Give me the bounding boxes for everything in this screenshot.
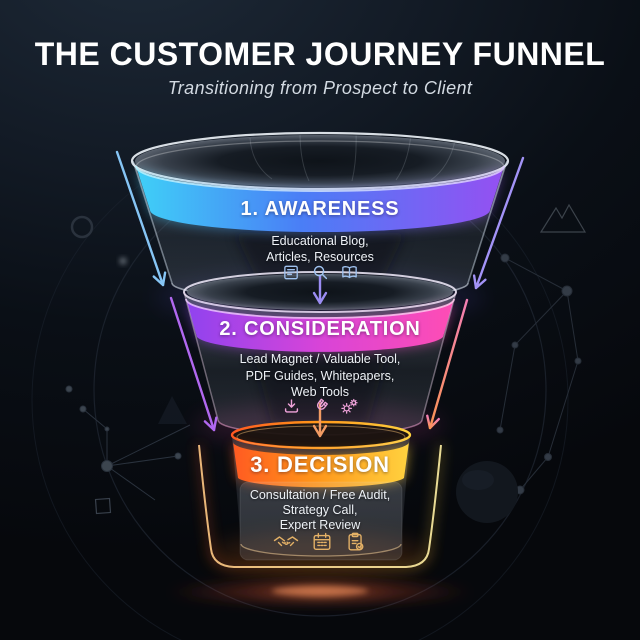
decision-band [233, 442, 409, 488]
arrow-right-consideration [426, 298, 469, 430]
awareness-icons-row [0, 263, 640, 282]
arrow-left-awareness [115, 150, 167, 287]
funnel-stage-decision-graphic [197, 420, 443, 577]
stage-description-decision: Consultation / Free Audit, Strategy Call… [249, 488, 391, 532]
consideration-band [186, 299, 454, 352]
outer-outline [198, 444, 442, 568]
stage-description-consideration: Lead Magnet / Valuable Tool, PDF Guides,… [239, 352, 401, 399]
flow-arrows [115, 150, 525, 438]
ring-decoration [70, 215, 94, 239]
decision-icons-row [0, 531, 640, 553]
constellation-left [65, 385, 191, 501]
handshake-icon [273, 536, 299, 547]
triangle-decoration [158, 396, 187, 424]
stage-label-awareness: 1. AWARENESS [240, 198, 400, 220]
mountain-triangle-icon [539, 203, 587, 233]
calendar-icon [313, 532, 331, 551]
open-book-icon [341, 266, 357, 279]
page-title: THE CUSTOMER JOURNEY FUNNEL [34, 36, 606, 72]
awareness-band [136, 166, 504, 232]
clipboard-check-icon [348, 532, 364, 551]
search-icon [313, 265, 327, 280]
gears-icon [340, 398, 358, 414]
orbit-circle-outer [31, 131, 569, 640]
stage-description-awareness: Educational Blog, Articles, Resources [266, 234, 374, 264]
rim [130, 131, 510, 191]
arrow-right-awareness [472, 156, 525, 290]
background-decoration [31, 131, 587, 640]
arrow-center-to-consideration [312, 274, 328, 305]
bowl-interior [135, 135, 505, 187]
constellation-right [496, 253, 582, 495]
glow-dot [120, 258, 126, 264]
consideration-icons-row [0, 397, 640, 416]
stage-label-consideration: 2. CONSIDERATION [219, 318, 421, 340]
page-subtitle: Transitioning from Prospect to Client [167, 78, 473, 98]
square-decoration [94, 497, 112, 515]
newspaper-icon [283, 265, 298, 280]
magnet-icon [316, 398, 328, 410]
download-icon [284, 399, 298, 413]
stage-label-decision: 3. DECISION [250, 452, 390, 477]
rim [183, 271, 457, 313]
arrow-left-consideration [169, 296, 218, 432]
